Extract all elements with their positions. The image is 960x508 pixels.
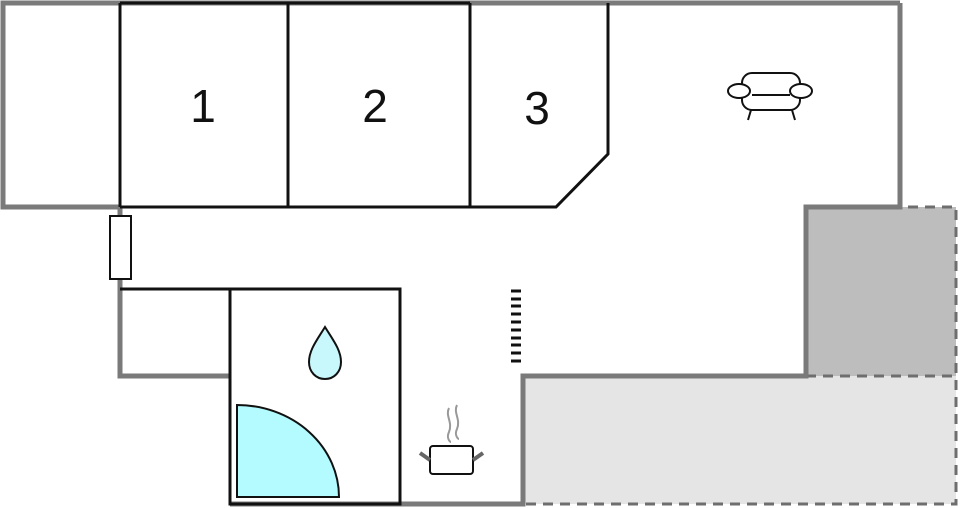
open-terrace xyxy=(523,376,956,504)
water-drop-icon xyxy=(307,325,343,381)
door-icon xyxy=(109,215,132,280)
room-1-label: 1 xyxy=(190,80,216,132)
armchair-icon xyxy=(727,72,813,121)
covered-terrace xyxy=(806,207,956,376)
shower-tray-icon xyxy=(236,403,341,498)
room-3-label: 3 xyxy=(524,82,550,134)
inner-walls xyxy=(118,1,610,506)
cooking-pot-icon xyxy=(418,404,485,475)
room-2-label: 2 xyxy=(362,80,388,132)
stairs-icon xyxy=(511,289,521,363)
